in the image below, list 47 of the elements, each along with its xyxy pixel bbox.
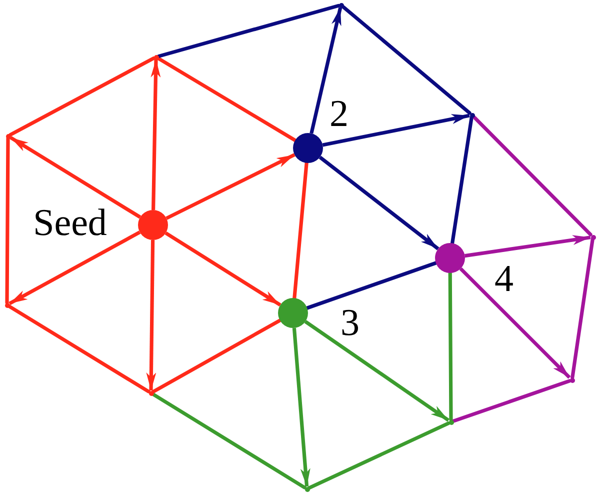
mesh-line	[448, 271, 453, 422]
arrow	[8, 230, 141, 306]
mesh-line	[452, 379, 572, 423]
mesh-line	[8, 304, 150, 394]
mesh-vertex	[570, 378, 574, 382]
mesh-line	[5, 136, 10, 304]
vertex-label: 4	[494, 260, 514, 298]
mesh-vertex	[304, 486, 310, 492]
arrow	[322, 114, 470, 147]
mesh-vertex	[154, 54, 158, 60]
arrow	[164, 231, 282, 307]
mesh-line	[450, 116, 474, 245]
mesh-vertex	[338, 2, 344, 8]
mesh-line	[156, 4, 340, 58]
vertex-label: 2	[330, 95, 348, 133]
mesh-vertex	[4, 302, 10, 308]
mesh-line	[472, 116, 592, 236]
arrow	[459, 267, 571, 379]
vertex-label: Seed	[33, 204, 107, 242]
arrow	[464, 235, 591, 258]
mesh-line	[570, 238, 594, 380]
vertex-dot	[138, 210, 168, 240]
vertex-label: 3	[340, 304, 360, 342]
mesh-line	[308, 421, 450, 490]
mesh-line	[152, 318, 282, 394]
arrow	[146, 240, 156, 391]
mesh-vertex	[448, 420, 454, 424]
mesh-line	[342, 5, 472, 115]
vertex-dot	[435, 243, 465, 273]
arrow	[10, 136, 142, 219]
arrow	[304, 320, 450, 422]
mesh-line	[152, 392, 306, 490]
arrow	[310, 7, 342, 134]
mesh-line	[156, 56, 297, 142]
arrow	[166, 153, 296, 220]
arrow	[292, 328, 310, 487]
mesh-line	[292, 161, 308, 300]
mesh-line	[8, 56, 156, 136]
vertex-dot	[278, 298, 308, 328]
mesh-vertex	[590, 234, 596, 240]
mesh-vertex	[148, 390, 154, 396]
mesh-vertex	[6, 134, 10, 138]
arrow	[318, 156, 440, 250]
mesh-vertex	[470, 112, 474, 118]
vertex-dot	[293, 133, 323, 163]
mesh-line	[305, 261, 438, 310]
arrow	[150, 59, 161, 210]
